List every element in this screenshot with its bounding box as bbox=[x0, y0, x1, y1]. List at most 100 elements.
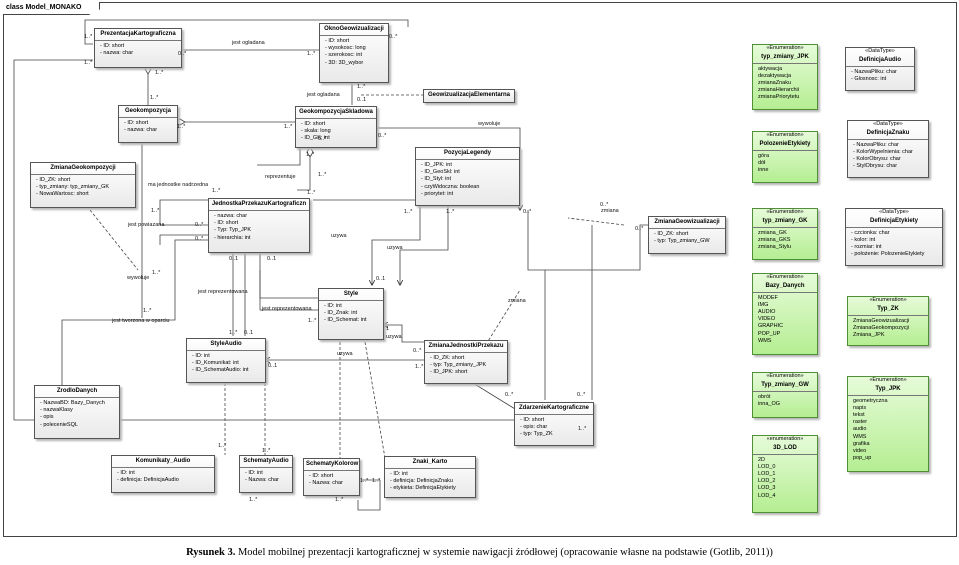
multiplicity: 1..* bbox=[249, 497, 258, 503]
multiplicity: 1..* bbox=[218, 443, 227, 449]
class-attribute: 3D: 3D_wybor bbox=[325, 60, 385, 67]
class-attribute: skala: long bbox=[301, 128, 373, 135]
class-attributes: ID: short skala: long ID_GK: int bbox=[296, 119, 376, 146]
multiplicity: 1..* bbox=[150, 95, 159, 101]
multiplicity: 1..* bbox=[143, 308, 152, 314]
class-attributes: ID: short nazwa: char bbox=[95, 41, 181, 60]
class-geokompozycja-skladowa[interactable]: GeokompozycjaSkladowa ID: short skala: l… bbox=[295, 106, 377, 148]
enum-typ-jpk[interactable]: «Enumeration» Typ_JPK geometryczna napis… bbox=[847, 376, 929, 472]
class-name: PozycjaLegendy bbox=[416, 148, 519, 160]
class-attributes: nazwa: char ID: short Typ: Typ_JPK hiera… bbox=[209, 211, 309, 245]
enum-literal: góra bbox=[758, 152, 770, 159]
class-attributes: ID: int ID_Znak: int ID_Schemat: int bbox=[319, 301, 383, 328]
class-attributes: ID: int ID_Komunikat: int ID_SchematAudi… bbox=[187, 351, 265, 378]
class-znaki-karto[interactable]: Znaki_Karto ID: int definicja: Definicja… bbox=[384, 456, 476, 498]
class-style[interactable]: Style ID: int ID_Znak: int ID_Schemat: i… bbox=[318, 288, 384, 340]
stereotype: «Enumeration» bbox=[766, 45, 804, 51]
enum-literal: zmiana_GK bbox=[758, 229, 787, 236]
class-zmiana-jednostki-przekazu[interactable]: ZmianaJednostkiPrzekazu ID_ZK: short typ… bbox=[424, 340, 508, 384]
class-jednostka-przekazu[interactable]: JednostkaPrzekazuKartograficzn nazwa: ch… bbox=[208, 198, 310, 253]
class-attributes: ID: short wysokosc: long szerokosc: int … bbox=[320, 36, 388, 70]
multiplicity: 1..* bbox=[84, 34, 93, 40]
class-name: Komunikaty_Audio bbox=[112, 456, 214, 468]
class-attribute: położenie: PolozenieEtykiety bbox=[851, 251, 939, 258]
class-attribute: KolorWypelnienia: char bbox=[853, 149, 925, 156]
class-prezentacja-kartograficzna[interactable]: PrezentacjaKartograficzna ID: short nazw… bbox=[94, 28, 182, 68]
class-attributes: ID_ZK: short typ_zmiany: typ_zmiany_GK N… bbox=[31, 175, 135, 202]
datatype-definicja-znaku[interactable]: «DataType» DefinicjaZnaku NazwaPliku: ch… bbox=[847, 120, 929, 178]
class-name: Typ_zmiany_GW bbox=[753, 380, 817, 392]
class-attribute: priorytet: int bbox=[421, 191, 516, 198]
enum-literal: VIDEO bbox=[758, 316, 776, 323]
enum-typ-zmiany-jpk[interactable]: «Enumeration» typ_zmiany_JPK aktywacja d… bbox=[752, 44, 818, 110]
class-pozycja-legendy[interactable]: PozycjaLegendy ID_JPK: int ID_GeoSkl: in… bbox=[415, 147, 520, 206]
class-komunikaty-audio[interactable]: Komunikaty_Audio ID: int definicja: Defi… bbox=[111, 455, 215, 493]
class-geokompozycja[interactable]: Geokompozycja ID: short nazwa: char bbox=[118, 105, 178, 143]
enum-literal: grafika bbox=[853, 440, 870, 447]
class-name: DefinicjaAudio bbox=[846, 55, 914, 67]
class-zrodlo-danych[interactable]: ZrodloDanych NazwaBD: Bazy_Danych nazwaK… bbox=[34, 385, 120, 439]
multiplicity: 0..1 bbox=[268, 363, 278, 369]
class-attribute: typ_zmiany: typ_zmiany_GK bbox=[36, 184, 132, 191]
class-attributes: ID_ZK: short typ: Typ_zmiany_GW bbox=[649, 229, 725, 248]
class-style-audio[interactable]: StyleAudio ID: int ID_Komunikat: int ID_… bbox=[186, 338, 266, 383]
class-attributes: aktywacja dezaktywacja zmianaZnaku zmian… bbox=[753, 64, 817, 105]
class-attributes: NazwaPliku: char KolorWypelnienia: char … bbox=[848, 140, 928, 174]
connector bbox=[297, 148, 311, 191]
enum-polozenie-etykiety[interactable]: «Enumeration» PolozenieEtykiety góra dół… bbox=[752, 131, 818, 183]
stereotype: «Enumeration» bbox=[869, 297, 907, 303]
class-attribute: ID_ZK: short bbox=[430, 355, 504, 362]
datatype-definicja-audio[interactable]: «DataType» DefinicjaAudio NazwaPliku: ch… bbox=[845, 47, 915, 91]
enum-typ-zmiany-gk[interactable]: «Enumeration» typ_zmiany_GK zmiana_GK zm… bbox=[752, 208, 818, 260]
connector bbox=[357, 480, 381, 511]
enum-literal: video bbox=[853, 447, 867, 454]
class-attribute: rozmiar: int bbox=[851, 244, 939, 251]
association-label: zmiana bbox=[508, 298, 526, 304]
enum-literal: audio bbox=[853, 426, 867, 433]
enum-typ-zk[interactable]: «Enumeration» Typ_ZK ZmianaGeowizualizac… bbox=[847, 296, 929, 346]
class-geowizualizacja-elementarna[interactable]: GeowizualizacjaElementarna bbox=[423, 89, 515, 103]
enum-bazy-danych[interactable]: «Enumeration» Bazy_Danych MODEF IMG AUDI… bbox=[752, 273, 818, 355]
enum-literal: MODEF bbox=[758, 294, 778, 301]
connector bbox=[372, 205, 421, 285]
connector bbox=[84, 19, 409, 45]
multiplicity: 0..* bbox=[635, 226, 644, 232]
class-attributes: ZmianaGeowizualizacji ZmianaGeokompozycj… bbox=[848, 316, 928, 343]
datatype-definicja-etykiety[interactable]: «DataType» DefinicjaEtykiety czcionka: c… bbox=[845, 208, 943, 266]
enum-typ-zmiany-gw[interactable]: «Enumeration» Typ_zmiany_GW obrót inna_O… bbox=[752, 372, 818, 418]
class-schematy-kolorow[interactable]: SchematyKolorow ID: short Nazwa: char bbox=[303, 458, 360, 496]
class-attribute: nazwa: char bbox=[214, 213, 306, 220]
class-name: 3D_LOD bbox=[753, 443, 817, 455]
class-attribute: wysokosc: long bbox=[325, 45, 385, 52]
multiplicity: 1..* bbox=[306, 152, 315, 158]
multiplicity: 1..* bbox=[372, 478, 381, 484]
connector bbox=[364, 341, 386, 459]
class-attributes: ID_JPK: int ID_GeoSkl: int ID_Styl: int … bbox=[416, 160, 519, 201]
enum-literal: LOD_4 bbox=[758, 492, 776, 499]
stereotype: «Enumeration» bbox=[766, 274, 804, 280]
enum-literal: dezaktywacja bbox=[758, 72, 792, 79]
class-zmiana-geowizualizacji[interactable]: ZmianaGeowizualizacji ID_ZK: short typ: … bbox=[648, 216, 726, 254]
enum-3d-lod[interactable]: «enumeration» 3D_LOD 2D LOD_0 LOD_1 LOD_… bbox=[752, 435, 818, 513]
association-label: ma jednostke nadrzedna bbox=[148, 182, 209, 188]
class-attribute: definicja: DefinicjaZnaku bbox=[390, 478, 472, 485]
class-attribute: ID: int bbox=[192, 353, 262, 360]
class-zdarzenie-kartograficzne[interactable]: ZdarzenieKartograficzne ID: short opis: … bbox=[514, 402, 594, 446]
connector bbox=[159, 234, 210, 245]
class-zmiana-geokompozycji[interactable]: ZmianaGeokompozycji ID_ZK: short typ_zmi… bbox=[30, 162, 136, 208]
multiplicity: 0..* bbox=[378, 133, 387, 139]
class-name: PrezentacjaKartograficzna bbox=[95, 29, 181, 41]
class-attribute: ID: short bbox=[309, 473, 356, 480]
class-attribute: ID_JPK: int bbox=[421, 162, 516, 169]
connector bbox=[383, 325, 425, 343]
class-attribute: nazwa: char bbox=[100, 50, 178, 57]
class-schematy-audio[interactable]: SchematyAudio ID: int Nazwa: char bbox=[239, 455, 293, 493]
class-name: JednostkaPrzekazuKartograficzn bbox=[209, 199, 309, 211]
class-okno-geowizualizacji[interactable]: OknoGeowizualizacji ID: short wysokosc: … bbox=[319, 23, 389, 83]
association-label: uzywa bbox=[331, 233, 347, 239]
association-label: uzywa bbox=[387, 245, 403, 251]
connector bbox=[467, 379, 521, 413]
multiplicity: 1..* bbox=[229, 330, 238, 336]
multiplicity: 1..* bbox=[578, 426, 587, 432]
class-attribute: Typ: Typ_JPK bbox=[214, 227, 306, 234]
